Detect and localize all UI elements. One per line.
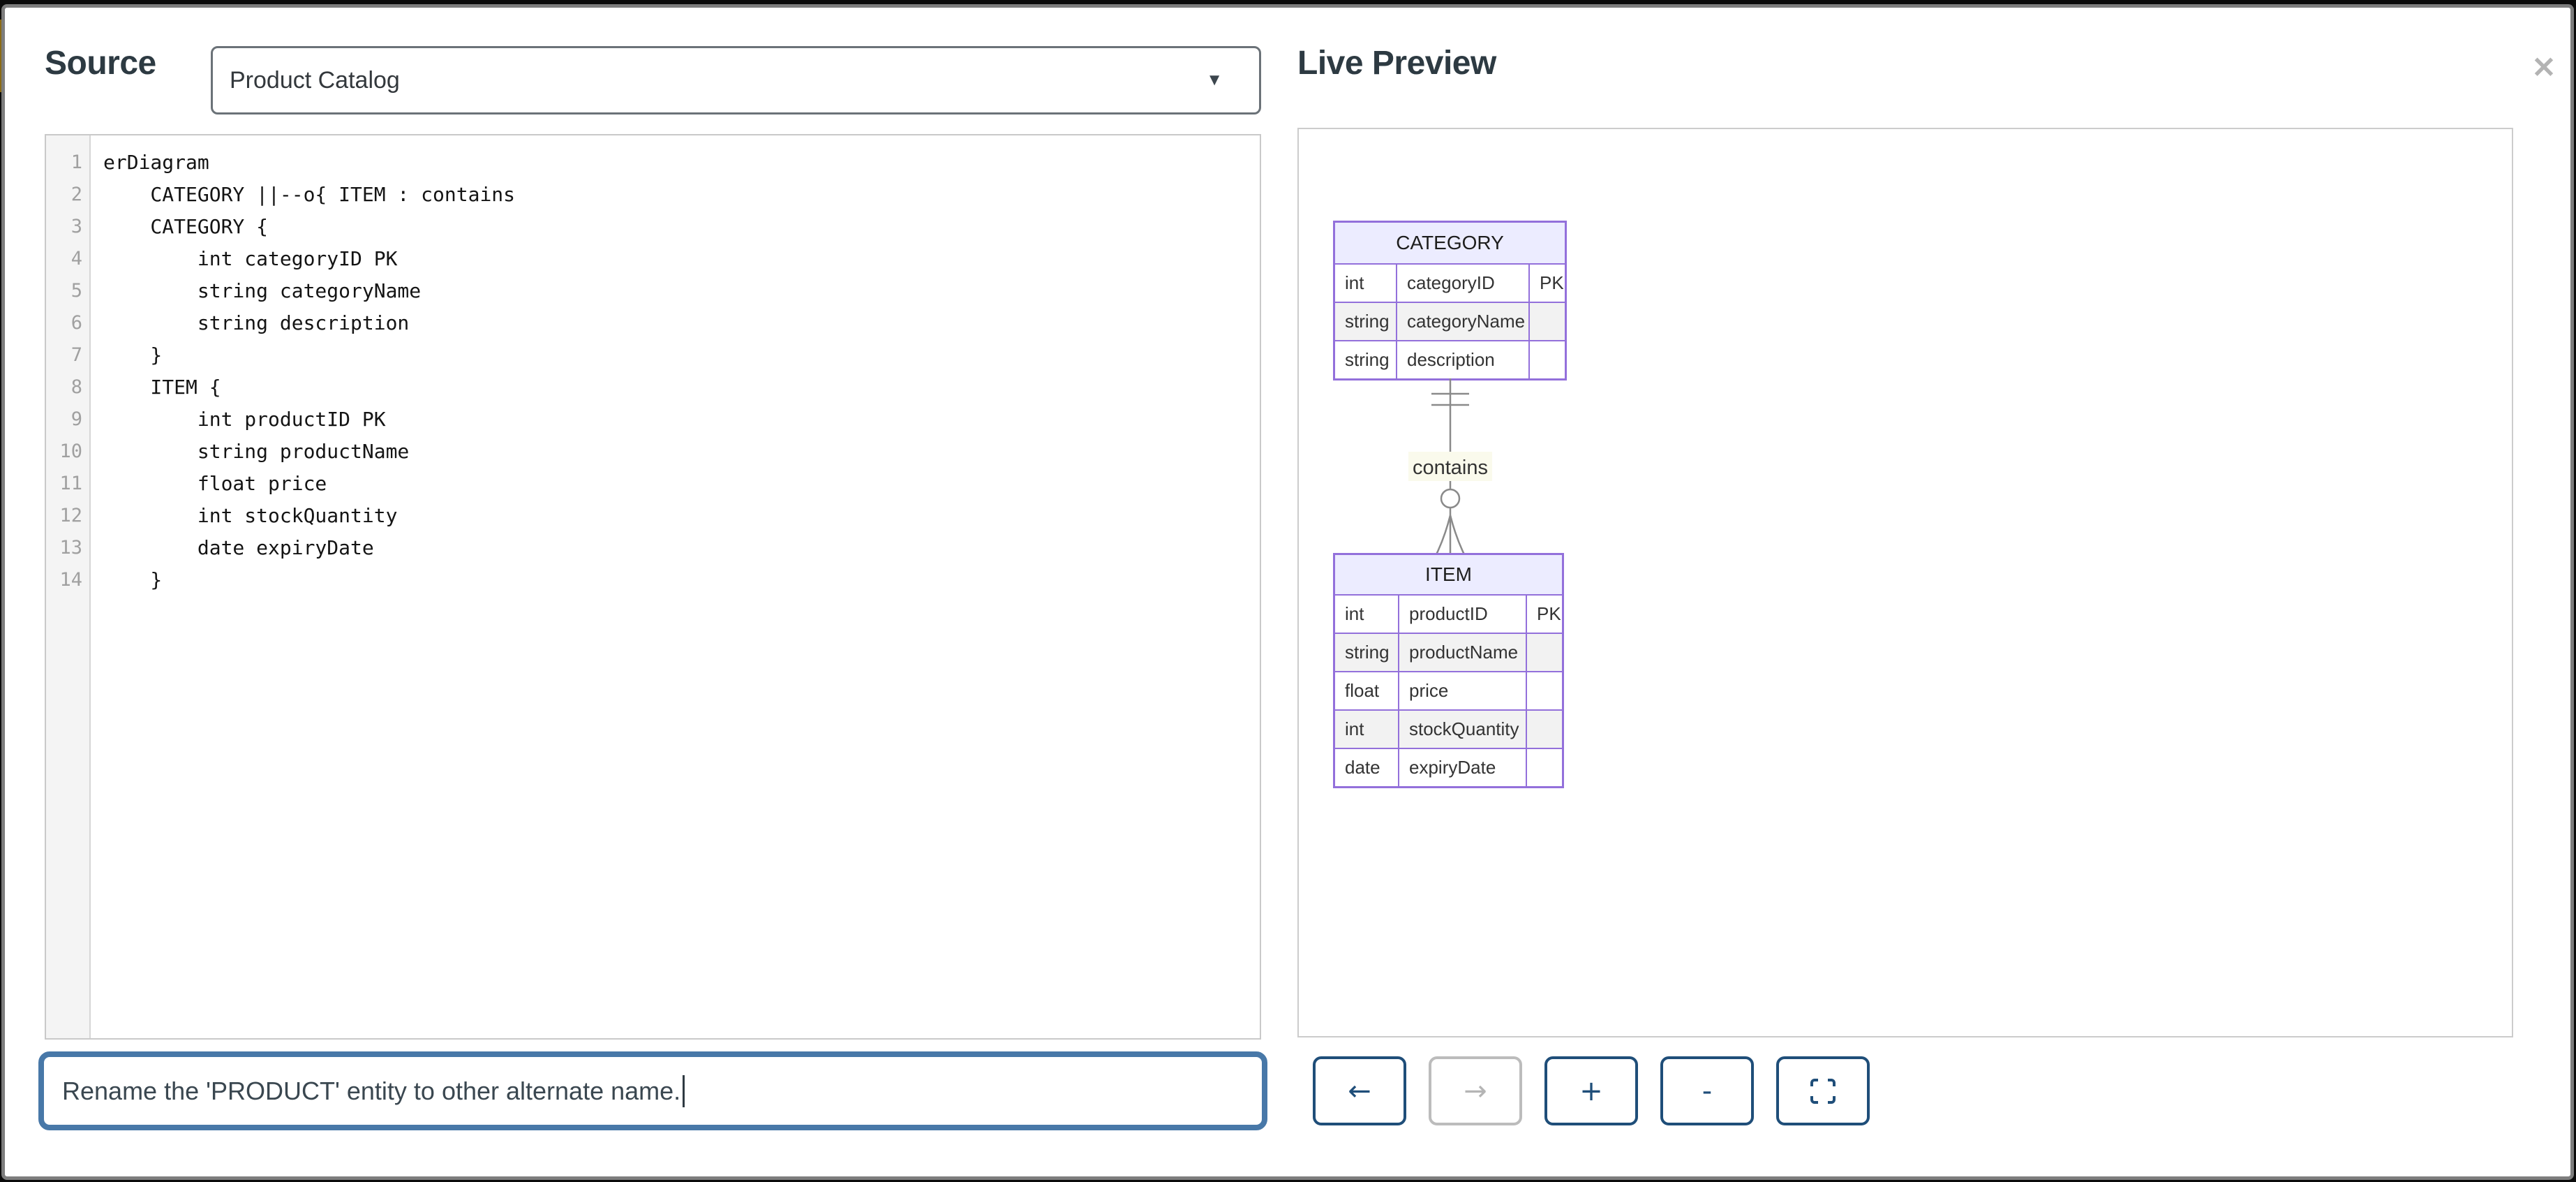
attribute-key <box>1530 341 1565 378</box>
live-preview-title: Live Preview <box>1297 45 1496 82</box>
attribute-type: string <box>1335 341 1396 378</box>
fullscreen-button[interactable] <box>1776 1056 1870 1125</box>
attribute-key <box>1527 672 1562 709</box>
attribute-name: stockQuantity <box>1399 711 1526 748</box>
line-number: 13 <box>59 537 82 559</box>
code-line: CATEGORY { <box>103 215 269 238</box>
relationship-label: contains <box>1413 457 1488 479</box>
attribute-key <box>1530 303 1565 340</box>
back-icon: ← <box>1348 1074 1371 1107</box>
code-line: CATEGORY ||--o{ ITEM : contains <box>103 183 516 206</box>
code-line: float price <box>103 472 327 495</box>
attribute-key <box>1527 749 1562 786</box>
line-number: 2 <box>70 184 82 205</box>
forward-icon: → <box>1464 1074 1487 1107</box>
source-select-value: Product Catalog <box>230 66 400 94</box>
attribute-name: expiryDate <box>1399 749 1526 786</box>
attribute-name: categoryName <box>1397 303 1528 340</box>
zoom-in-icon: + <box>1579 1074 1603 1107</box>
text-caret <box>683 1074 685 1107</box>
code-area[interactable]: erDiagram CATEGORY ||--o{ ITEM : contain… <box>91 135 1260 1038</box>
attribute-key <box>1527 634 1562 671</box>
zoom-out-icon: - <box>1702 1074 1713 1107</box>
entity-name: ITEM <box>1335 555 1562 594</box>
close-icon[interactable]: ✕ <box>2531 51 2556 84</box>
attribute-type: string <box>1335 303 1396 340</box>
attribute-name: price <box>1399 672 1526 709</box>
line-number: 12 <box>59 505 82 526</box>
attribute-key: PK <box>1527 596 1562 633</box>
source-select[interactable]: Product Catalog ▼ <box>211 46 1261 114</box>
line-number: 1 <box>70 152 82 173</box>
line-number: 5 <box>70 280 82 302</box>
line-number: 14 <box>59 569 82 591</box>
relationship-label-bg <box>1408 452 1492 481</box>
code-line: int categoryID PK <box>103 247 398 270</box>
code-line: int productID PK <box>103 408 386 431</box>
entity-name: CATEGORY <box>1335 223 1565 263</box>
zoom-out-button[interactable]: - <box>1660 1056 1754 1125</box>
attribute-name: description <box>1397 341 1528 378</box>
relationship-connector: contains <box>1408 378 1492 570</box>
chevron-down-icon: ▼ <box>1206 71 1223 89</box>
attribute-type: int <box>1335 596 1398 633</box>
editor-modal: Source Live Preview ✕ Product Catalog ▼ … <box>1 4 2574 1180</box>
line-number: 8 <box>70 376 82 398</box>
line-number: 11 <box>59 473 82 494</box>
code-line: erDiagram <box>103 151 209 174</box>
prompt-input[interactable]: Rename the 'PRODUCT' entity to other alt… <box>38 1051 1267 1130</box>
line-number: 7 <box>70 344 82 366</box>
prompt-input-value: Rename the 'PRODUCT' entity to other alt… <box>62 1076 681 1105</box>
back-button[interactable]: ← <box>1313 1056 1406 1125</box>
fullscreen-icon <box>1810 1078 1836 1104</box>
attribute-name: categoryID <box>1397 265 1528 302</box>
attribute-key <box>1527 711 1562 748</box>
zoom-in-button[interactable]: + <box>1544 1056 1638 1125</box>
line-number: 9 <box>70 408 82 430</box>
code-line: } <box>103 343 163 367</box>
line-number: 10 <box>59 441 82 462</box>
zero-or-more-circle <box>1440 488 1461 509</box>
code-line: string categoryName <box>103 279 422 302</box>
line-number: 4 <box>70 248 82 269</box>
code-line: date expiryDate <box>103 536 374 559</box>
line-number: 3 <box>70 216 82 237</box>
source-panel-title: Source <box>45 45 156 82</box>
attribute-type: float <box>1335 672 1398 709</box>
attribute-type: int <box>1335 265 1396 302</box>
attribute-type: date <box>1335 749 1398 786</box>
line-number: 6 <box>70 312 82 334</box>
forward-button[interactable]: → <box>1429 1056 1522 1125</box>
attribute-type: string <box>1335 634 1398 671</box>
code-line: string description <box>103 311 410 334</box>
code-line: int stockQuantity <box>103 504 398 527</box>
code-line: ITEM { <box>103 376 221 399</box>
attribute-name: productID <box>1399 596 1526 633</box>
code-line: } <box>103 568 163 591</box>
preview-toolbar: ← → + - <box>1313 1056 1870 1125</box>
code-line: string productName <box>103 440 410 463</box>
attribute-type: int <box>1335 711 1398 748</box>
attribute-name: productName <box>1399 634 1526 671</box>
attribute-key: PK <box>1530 265 1565 302</box>
